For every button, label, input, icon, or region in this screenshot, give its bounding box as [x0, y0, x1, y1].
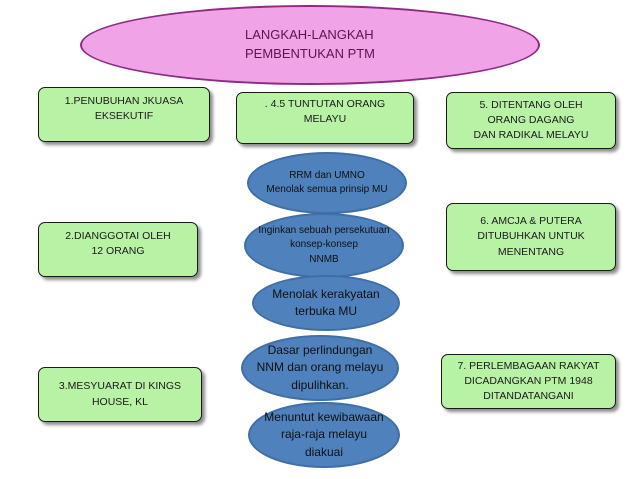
oval-kerakyatan: Menolak kerakyatan terbuka MU [252, 275, 400, 331]
step-1-box: 1.PENUBUHAN JKUASA EKSEKUTIF [38, 87, 210, 142]
oval-kewibawaan: Menuntut kewibawaan raja-raja melayu dia… [248, 402, 400, 468]
step-2-box: 2.DIANGGOTAI OLEH 12 ORANG [38, 222, 198, 277]
step-6-box: 6. AMCJA & PUTERA DITUBUHKAN UNTUK MENEN… [446, 203, 616, 271]
step-5-box: 5. DITENTANG OLEH ORANG DAGANG DAN RADIK… [446, 92, 616, 149]
step-4-box: . 4.5 TUNTUTAN ORANG MELAYU [236, 92, 414, 144]
oval-persekutuan: Inginkan sebuah persekutuan konsep-konse… [244, 213, 404, 278]
step-3-box: 3.MESYUARAT DI KINGS HOUSE, KL [38, 367, 202, 422]
step-7-box: 7. PERLEMBAGAAN RAKYAT DICADANGKAN PTM 1… [441, 354, 616, 409]
title-ellipse: LANGKAH-LANGKAH PEMBENTUKAN PTM [80, 5, 540, 85]
oval-rrm-umno: RRM dan UMNO Menolak semua prinsip MU [247, 152, 407, 214]
oval-dasar-perlindungan: Dasar perlindungan NNM dan orang melayu … [241, 335, 399, 401]
